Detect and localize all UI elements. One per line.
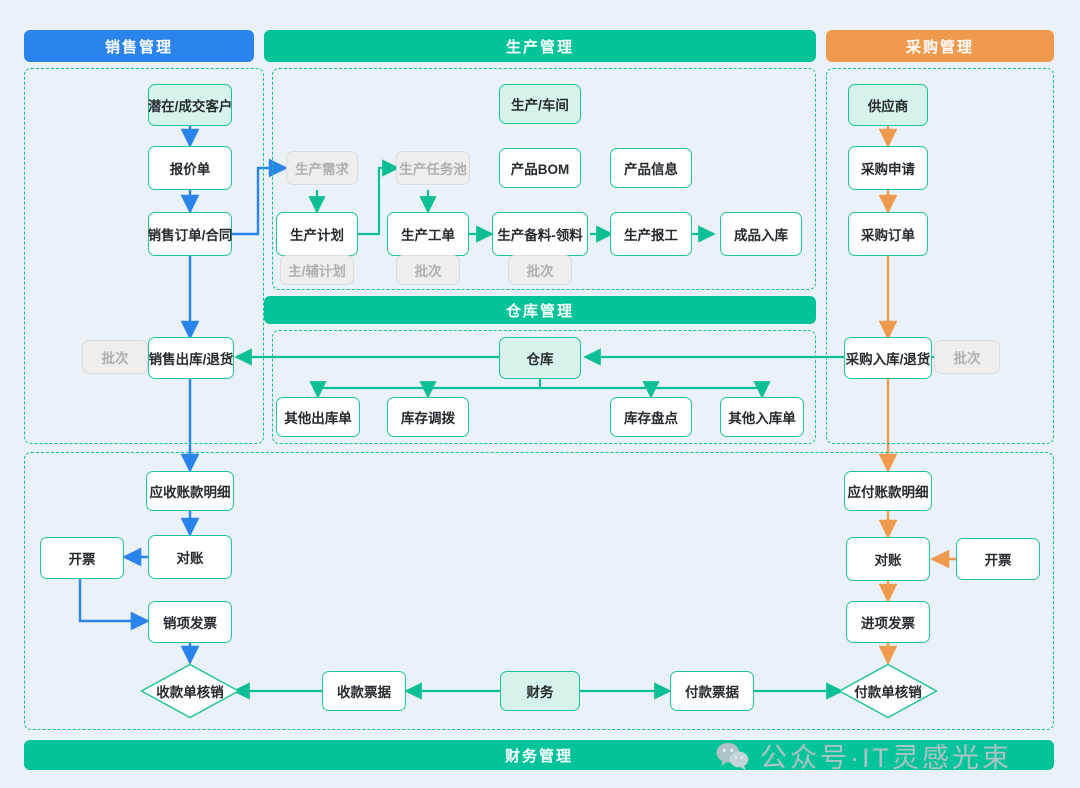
node-production-plan[interactable]: 生产计划 xyxy=(276,212,358,256)
node-ar-detail[interactable]: 应收账款明细 xyxy=(146,471,234,511)
group-frame-purchasing xyxy=(826,68,1054,444)
tag-plan-main-aux: 主/辅计划 xyxy=(280,255,354,285)
watermark: 公众号·IT灵感光束 xyxy=(716,736,1012,775)
group-frame-warehouse xyxy=(272,330,816,444)
node-inventory-stocktake[interactable]: 库存盘点 xyxy=(610,397,692,437)
node-purchase-request[interactable]: 采购申请 xyxy=(848,146,928,190)
node-ar-reconciliation[interactable]: 对账 xyxy=(148,535,232,579)
watermark-text: 公众号·IT灵感光束 xyxy=(760,743,1012,773)
tag-work-order-batch: 批次 xyxy=(396,255,460,285)
node-production-workshop[interactable]: 生产/车间 xyxy=(499,84,581,124)
banner-warehouse: 仓库管理 xyxy=(264,296,816,324)
node-ap-reconciliation[interactable]: 对账 xyxy=(846,537,930,581)
button-ap-invoice[interactable]: 开票 xyxy=(956,538,1040,580)
node-production-material-pick[interactable]: 生产备料-领料 xyxy=(492,212,588,256)
wechat-icon xyxy=(716,742,749,770)
node-product-bom[interactable]: 产品BOM xyxy=(499,148,581,188)
diamond-shape-icon xyxy=(140,663,240,719)
node-quotation[interactable]: 报价单 xyxy=(148,146,232,190)
node-inventory-transfer[interactable]: 库存调拨 xyxy=(387,397,469,437)
group-frame-finance xyxy=(24,452,1054,730)
banner-finance: 财务管理 xyxy=(24,740,1054,770)
node-warehouse-hub[interactable]: 仓库 xyxy=(499,337,581,379)
node-payment-writeoff[interactable]: 付款单核销 xyxy=(838,663,938,719)
banner-sales: 销售管理 xyxy=(24,30,254,62)
node-production-report[interactable]: 生产报工 xyxy=(610,212,692,256)
node-supplier[interactable]: 供应商 xyxy=(848,84,928,126)
node-product-info[interactable]: 产品信息 xyxy=(610,148,692,188)
node-purchase-inbound[interactable]: 采购入库/退货 xyxy=(844,337,932,379)
node-other-outbound[interactable]: 其他出库单 xyxy=(276,397,360,437)
node-production-demand: 生产需求 xyxy=(286,151,358,185)
node-receipt-writeoff[interactable]: 收款单核销 xyxy=(140,663,240,719)
banner-purchasing: 采购管理 xyxy=(826,30,1054,62)
tag-sales-batch: 批次 xyxy=(82,340,148,374)
node-other-inbound[interactable]: 其他入库单 xyxy=(720,397,804,437)
node-sales-order[interactable]: 销售订单/合同 xyxy=(148,212,232,256)
node-production-task-pool: 生产任务池 xyxy=(396,151,470,185)
node-payment-writeoff-label: 付款单核销 xyxy=(854,685,922,700)
banner-production: 生产管理 xyxy=(264,30,816,62)
tag-material-batch: 批次 xyxy=(508,255,572,285)
node-finance-hub[interactable]: 财务 xyxy=(500,671,580,711)
node-receipt-writeoff-label: 收款单核销 xyxy=(156,685,224,700)
node-production-work-order[interactable]: 生产工单 xyxy=(387,212,469,256)
group-frame-sales xyxy=(24,68,264,444)
button-ar-invoice[interactable]: 开票 xyxy=(40,537,124,579)
node-purchase-order[interactable]: 采购订单 xyxy=(848,212,928,256)
node-sales-outbound[interactable]: 销售出库/退货 xyxy=(148,337,234,379)
tag-purchase-batch: 批次 xyxy=(934,340,1000,374)
node-input-invoice[interactable]: 进项发票 xyxy=(846,601,930,643)
diamond-shape-icon xyxy=(838,663,938,719)
node-ap-detail[interactable]: 应付账款明细 xyxy=(844,471,932,511)
node-potential-customer[interactable]: 潜在/成交客户 xyxy=(148,84,232,126)
node-finished-inbound[interactable]: 成品入库 xyxy=(720,212,802,256)
node-payment-voucher[interactable]: 付款票据 xyxy=(670,671,754,711)
node-receipt-voucher[interactable]: 收款票据 xyxy=(322,671,406,711)
node-output-invoice[interactable]: 销项发票 xyxy=(148,601,232,643)
